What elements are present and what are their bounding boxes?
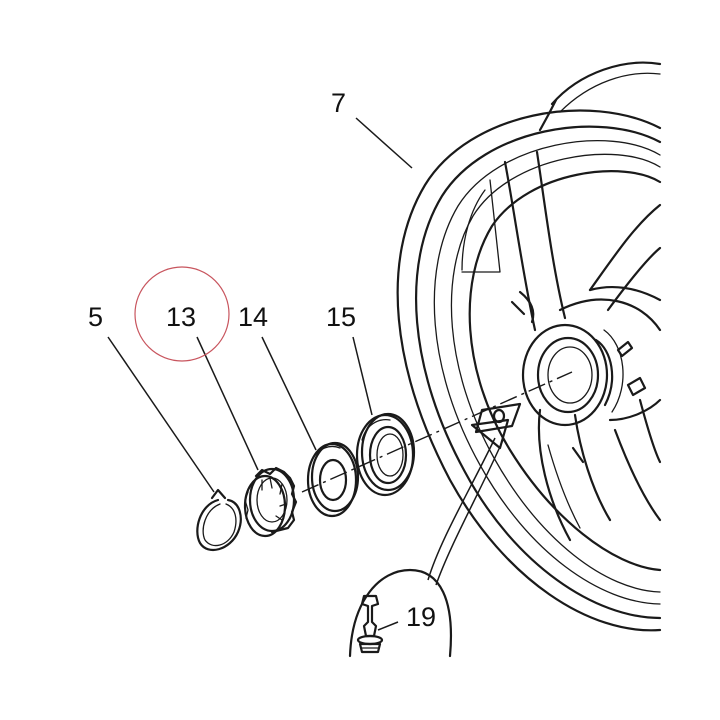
- highlight-circle: [134, 266, 230, 362]
- callout-13: 13: [166, 302, 196, 332]
- ring-nut: [243, 466, 298, 538]
- wheel-rim: [396, 61, 662, 632]
- valve-detail-inset: [348, 568, 452, 658]
- callout-19: 19: [406, 602, 436, 632]
- callout-5: 5: [88, 302, 103, 332]
- washer: [306, 441, 360, 518]
- callout-14: 14: [238, 302, 268, 332]
- leader-14: [261, 336, 317, 451]
- wheel-hub: [521, 286, 662, 427]
- wheel-spokes: [461, 150, 662, 542]
- valve-location: [427, 402, 522, 586]
- callout-7: 7: [331, 88, 346, 118]
- leader-5: [107, 336, 215, 493]
- retaining-clip: [196, 488, 242, 552]
- leader-13: [196, 336, 259, 471]
- callout-15: 15: [326, 302, 356, 332]
- bearing-seal: [355, 412, 416, 497]
- leader-15: [352, 336, 373, 416]
- assembly-axis: [301, 371, 573, 493]
- leader-7: [355, 117, 413, 169]
